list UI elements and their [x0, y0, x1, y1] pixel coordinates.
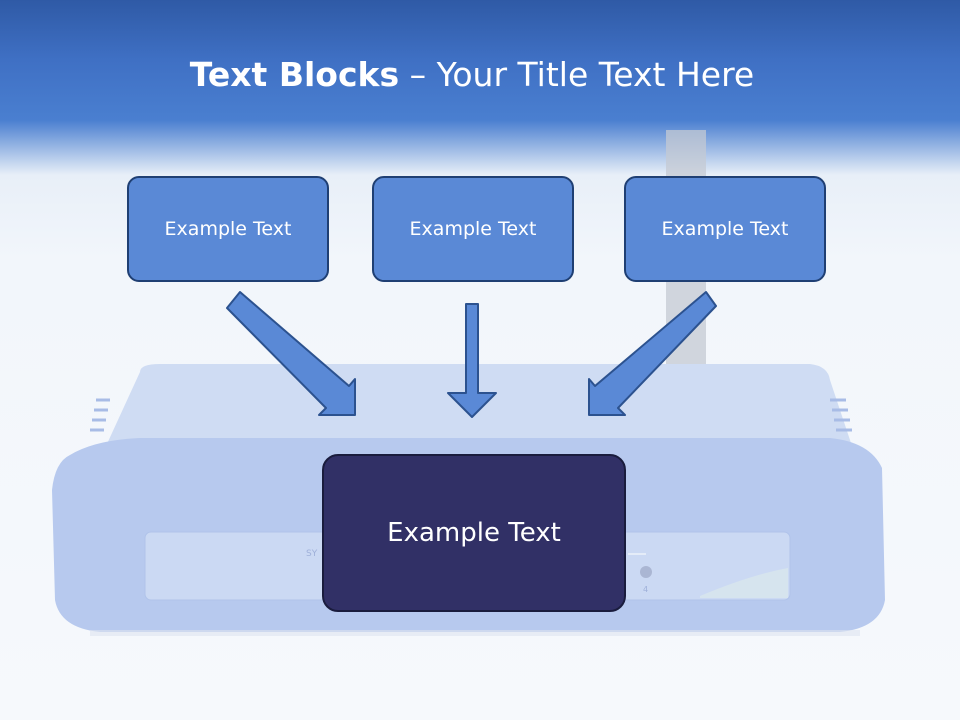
text-block-center-label: Example Text	[409, 218, 537, 240]
text-block-center: Example Text	[372, 176, 574, 282]
text-block-left-label: Example Text	[164, 218, 292, 240]
arrow-right	[588, 291, 717, 416]
arrow-left	[226, 291, 356, 416]
arrow-center	[447, 303, 497, 418]
text-block-left: Example Text	[127, 176, 329, 282]
svg-text:4: 4	[643, 585, 648, 594]
text-block-right-label: Example Text	[661, 218, 789, 240]
svg-text:SY: SY	[306, 549, 318, 559]
title-bold: Text Blocks	[189, 55, 400, 94]
title-rest: – Your Title Text Here	[399, 55, 755, 94]
text-block-right: Example Text	[624, 176, 826, 282]
text-block-main-label: Example Text	[387, 518, 561, 548]
text-block-main: Example Text	[322, 454, 626, 612]
slide-title: Text Blocks – Your Title Text Here	[0, 52, 944, 98]
